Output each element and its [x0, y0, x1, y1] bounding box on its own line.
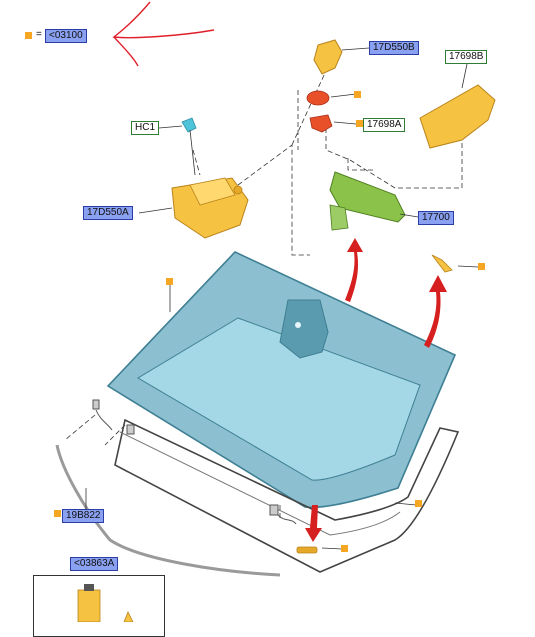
rain-sensor-parts: [306, 90, 333, 133]
label-17698b[interactable]: 17698B: [445, 50, 488, 64]
label-17d550a[interactable]: 17D550A: [83, 206, 133, 220]
marker-trim-clip: [478, 263, 485, 270]
legend-code-label[interactable]: <03100: [45, 29, 87, 43]
wiring-clip-part: [296, 546, 318, 554]
side-molding-strip: [55, 444, 281, 577]
kit-frame: [33, 575, 165, 637]
marker-sensor-top: [354, 91, 361, 98]
label-17700[interactable]: 17700: [418, 211, 454, 225]
trim-clip-part: [431, 254, 453, 273]
windshield-seal-frame-inner: [119, 431, 401, 536]
marker-seal-frame: [415, 500, 422, 507]
marker-wiring-clip: [341, 545, 348, 552]
label-17698a[interactable]: 17698A: [363, 118, 406, 132]
handwritten-arrow-annotation: [112, 1, 215, 67]
legend-marker: [25, 32, 32, 39]
label-17d550b[interactable]: 17D550B: [369, 41, 419, 55]
sensor-cover-part: [419, 84, 496, 149]
sensor-wire-connectors: [92, 399, 297, 525]
marker-windshield: [166, 278, 173, 285]
dashed-leader-lines: [64, 61, 463, 520]
camera-bracket-housing: [171, 177, 249, 239]
windshield-exploded-diagram: [55, 1, 496, 622]
label-19b822[interactable]: 19B822: [62, 509, 105, 523]
label-kit-03863a[interactable]: <03863A: [70, 557, 119, 571]
marker-sensor-a: [356, 120, 363, 127]
windshield-seal-frame: [114, 418, 460, 573]
hc1-clip-part: [181, 117, 197, 133]
windshield-glass: [106, 251, 457, 509]
legend-equals: =: [36, 29, 42, 40]
rearview-mirror-part: [329, 171, 406, 231]
label-hc1[interactable]: HC1: [131, 121, 160, 135]
red-direction-arrows: [305, 238, 447, 542]
marker-molding: [54, 510, 61, 517]
adhesive-kit-parts: [77, 584, 134, 622]
sensor-bracket-part: [313, 39, 343, 75]
label-leader-lines: [85, 47, 479, 550]
